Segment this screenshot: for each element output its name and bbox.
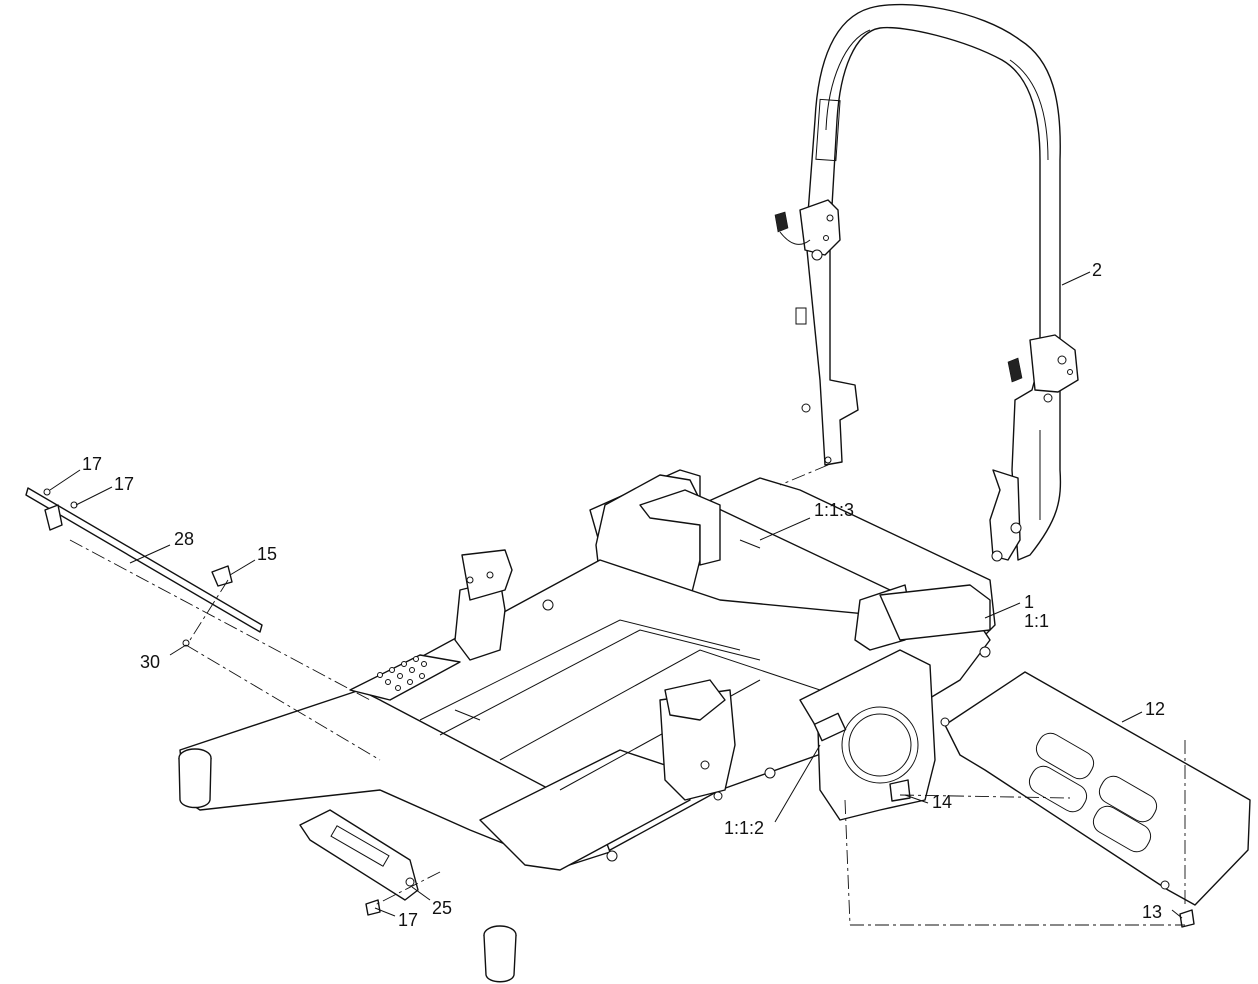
main-frame-part — [178, 469, 996, 983]
callout-1-1-3: 1:1:3 — [814, 500, 854, 520]
leader-lines — [49, 271, 1183, 919]
callout-13: 13 — [1142, 902, 1162, 922]
callout-1-1: 1:1 — [1024, 611, 1049, 631]
callout-17-middle: 17 — [114, 474, 134, 494]
control-rod-part — [25, 487, 263, 647]
callout-25: 25 — [432, 898, 452, 918]
callout-30: 30 — [140, 652, 160, 672]
callout-2: 2 — [1092, 260, 1102, 280]
nut-13-icon — [1179, 909, 1195, 928]
callout-17-lower: 17 — [398, 910, 418, 930]
hardware-parts — [365, 779, 1195, 928]
callout-17-upper: 17 — [82, 454, 102, 474]
callout-28: 28 — [174, 529, 194, 549]
bolt-14-icon — [889, 779, 911, 802]
callout-15: 15 — [257, 544, 277, 564]
callout-1: 1 — [1024, 592, 1034, 612]
assembly-centerlines — [69, 464, 1186, 926]
callout-14: 14 — [932, 792, 952, 812]
callout-1-1-2: 1:1:2 — [724, 818, 764, 838]
callout-12: 12 — [1145, 699, 1165, 719]
roll-bar-part — [774, 3, 1079, 562]
floor-panel-part — [940, 671, 1251, 906]
screw-17-icon — [365, 899, 381, 916]
